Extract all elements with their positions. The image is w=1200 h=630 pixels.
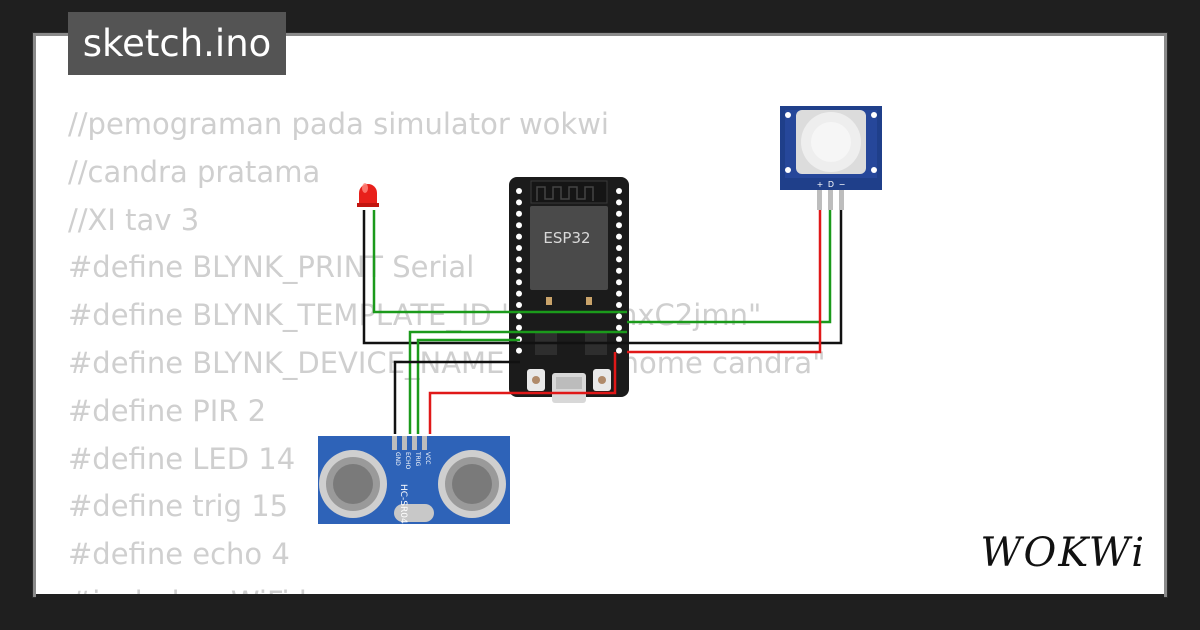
code-line: #define trig 15 [68, 489, 289, 524]
wire-gnd-black [393, 360, 520, 434]
pir-pin-label-data: D [828, 180, 834, 189]
hcsr04-pin-echo: ECHO [404, 452, 411, 469]
esp32-pin [516, 313, 522, 320]
esp32-pin [616, 347, 622, 354]
esp32-pin [616, 199, 622, 206]
esp32-pin [516, 245, 522, 251]
code-line: //XI tav 3 [68, 202, 200, 237]
wire-led-green [372, 210, 627, 314]
wires [362, 210, 843, 434]
code-line: #define BLYNK_PRINT Serial [68, 250, 475, 285]
wire-pir-black [627, 210, 843, 345]
esp32-pin [516, 279, 522, 286]
esp32-pin [616, 256, 622, 263]
esp32-pin [516, 188, 522, 194]
hc-sr04-sensor[interactable]: HC-SR04 GND ECHO TRIG VCC [318, 436, 510, 524]
code-line: //pemograman pada simulator wokwi [68, 107, 609, 141]
pir-pin-label-gnd: − [839, 180, 846, 189]
esp32-pin [616, 302, 622, 308]
esp32-pin [516, 199, 522, 206]
esp32-pin [516, 347, 522, 354]
hcsr04-pin-trig: TRIG [414, 451, 421, 467]
code-line: #define LED 14 [68, 441, 296, 476]
esp32-pin [616, 210, 622, 217]
esp32-pin [516, 210, 522, 217]
led[interactable] [357, 183, 379, 207]
code-line: #define PIR 2 [68, 393, 267, 428]
pir-sensor[interactable]: + D − [780, 106, 882, 210]
page-frame-bottom [36, 594, 1164, 630]
wokwi-logo: WOKWi [980, 530, 1146, 576]
esp32-pin [616, 245, 622, 251]
esp32-pin [616, 290, 622, 297]
esp32-pin [616, 222, 622, 229]
esp32-pin [516, 233, 522, 240]
esp32-pin [616, 188, 622, 194]
wire-pir-red [627, 210, 822, 354]
esp32-pin [616, 267, 622, 274]
esp32-label: ESP32 [543, 229, 590, 247]
esp32-right-pins [616, 188, 622, 354]
esp32-pin [516, 256, 522, 263]
esp32-board[interactable]: ESP32 [509, 177, 629, 403]
esp32-pin [616, 233, 622, 240]
pir-pin-label-vcc: + [817, 180, 824, 189]
wire-trig-green [408, 330, 627, 434]
esp32-pin [516, 302, 522, 308]
esp32-left-pins [516, 188, 522, 354]
esp32-pin [616, 279, 622, 286]
esp32-pin [516, 267, 522, 274]
file-tab[interactable]: sketch.ino [68, 12, 286, 75]
esp32-pin [516, 324, 522, 331]
wire-led-black [362, 210, 627, 345]
code-editor: //pemograman pada simulator wokwi //cand… [68, 101, 826, 627]
esp32-pin [516, 222, 522, 229]
esp32-pin [616, 313, 622, 320]
wire-echo-green [416, 338, 520, 434]
esp32-pin [616, 324, 622, 331]
wire-vcc-red [428, 352, 617, 434]
code-line: #define echo 4 [68, 537, 290, 572]
hcsr04-pin-vcc: VCC [424, 452, 431, 464]
hcsr04-pin-gnd: GND [394, 452, 401, 466]
hcsr04-label: HC-SR04 [398, 484, 408, 524]
esp32-pin [516, 290, 522, 297]
esp32-pin [616, 336, 622, 343]
wire-pir-green [627, 210, 832, 324]
code-line: //candra pratama [68, 154, 321, 189]
